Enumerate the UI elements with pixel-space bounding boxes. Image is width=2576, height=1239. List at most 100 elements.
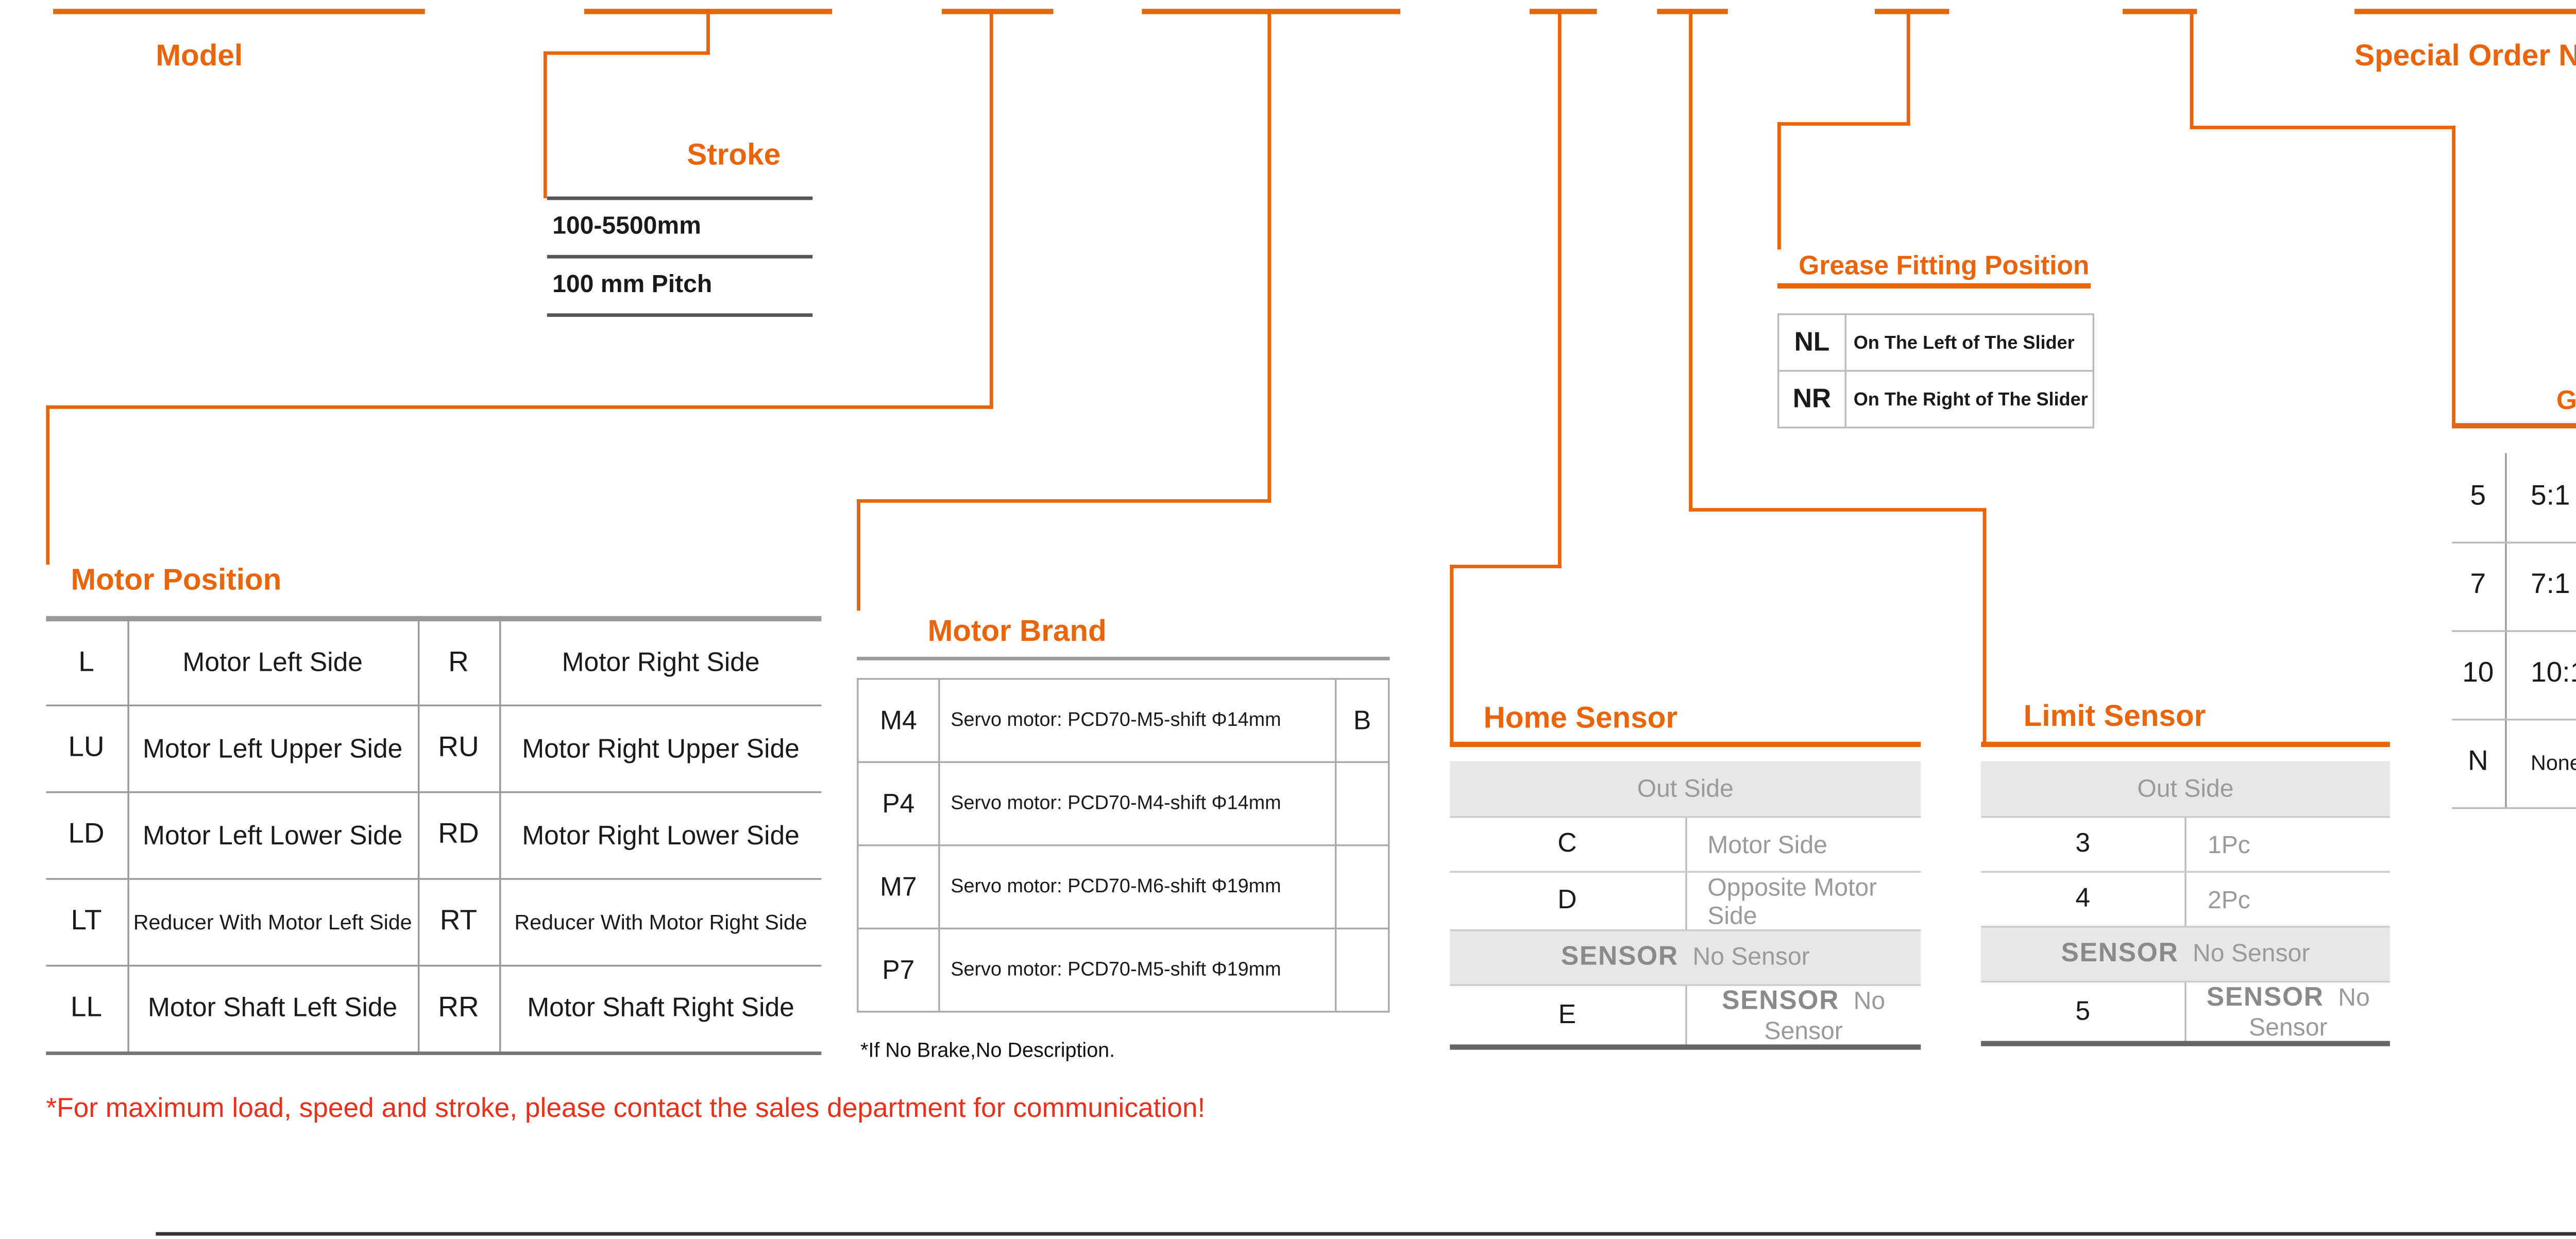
desc-cell: 7:1 xyxy=(2505,541,2576,632)
code-cell: E xyxy=(1450,984,1686,1047)
section-underline xyxy=(1981,741,2390,748)
code-cell: NR xyxy=(1777,370,1846,429)
home-sensor-table: Out Side C Motor Side D Opposite Motor S… xyxy=(1450,761,1921,1049)
desc-cell: Motor Right Side xyxy=(498,618,822,707)
code-underline xyxy=(2123,9,2197,14)
table-row: P4 Servo motor: PCD70-M4-shift Φ14mm xyxy=(857,761,1390,846)
table-row: N None Gearbox Type xyxy=(2452,719,2576,808)
model-label: Model xyxy=(156,39,243,73)
table-row: C Motor Side xyxy=(1450,816,1921,872)
code-cell: 5 xyxy=(2452,453,2506,543)
desc-cell: On The Right of The Slider xyxy=(1844,370,2095,429)
connector-line xyxy=(1689,9,1693,512)
desc-cell: On The Left of The Slider xyxy=(1844,313,2095,372)
motor-brand-table: M4 Servo motor: PCD70-M5-shift Φ14mm B P… xyxy=(857,678,1390,1013)
desc-cell: Motor Shaft Left Side xyxy=(126,964,419,1053)
gearbox-table: 5 5:1 7 7:1 10 10:1 N None Gearbox Type xyxy=(2452,453,2576,808)
code-cell: 7 xyxy=(2452,541,2506,632)
code-cell: P7 xyxy=(857,927,940,1013)
sensor-band: SENSOR No Sensor xyxy=(1981,926,2390,982)
table-row: SENSOR No Sensor xyxy=(1981,926,2390,982)
code-cell: 3 xyxy=(1981,816,2187,872)
desc-cell: Motor Right Upper Side xyxy=(498,704,822,793)
connector-line xyxy=(857,499,1272,503)
connector-line xyxy=(543,51,710,55)
table-row: LL Motor Shaft Left Side RR Motor Shaft … xyxy=(46,964,822,1053)
sensor-word: SENSOR xyxy=(2061,938,2179,969)
code-cell: RU xyxy=(417,704,500,793)
table-row: M4 Servo motor: PCD70-M5-shift Φ14mm B xyxy=(857,678,1390,763)
desc-cell: Motor Side xyxy=(1685,816,1921,872)
brand-note: *If No Brake,No Description. xyxy=(860,1041,1115,1062)
desc-cell: Reducer With Motor Left Side xyxy=(126,878,419,967)
code-cell: 10 xyxy=(2452,630,2506,720)
stroke-label: Stroke xyxy=(687,138,781,172)
connector-line xyxy=(706,9,710,55)
desc-cell: 1Pc xyxy=(2185,816,2390,872)
desc-cell: 2Pc xyxy=(2185,871,2390,927)
code-underline xyxy=(53,9,425,14)
connector-line xyxy=(2190,125,2456,129)
connector-line xyxy=(1557,9,1562,569)
table-row: NR On The Right of The Slider xyxy=(1777,370,2095,429)
table-row: Out Side xyxy=(1450,761,1921,817)
code-cell: RR xyxy=(417,964,500,1053)
table-row: 4 2Pc xyxy=(1981,871,2390,927)
grease-fitting-label: Grease Fitting Position xyxy=(1799,251,2090,282)
connector-line xyxy=(989,9,993,409)
limit-sensor-label: Limit Sensor xyxy=(2023,699,2206,733)
motor-brand-label: Motor Brand xyxy=(927,614,1107,648)
connector-line xyxy=(1689,508,1987,512)
brake-option-cell: B xyxy=(1334,678,1390,763)
desc-cell: 10:1 xyxy=(2505,630,2576,720)
table-row: 10 10:1 xyxy=(2452,630,2576,720)
desc-cell: None Gearbox Type xyxy=(2505,719,2576,808)
code-cell: M4 xyxy=(857,678,940,763)
desc-cell: Servo motor: PCD70-M6-shift Φ19mm xyxy=(938,844,1337,930)
connector-line xyxy=(2452,125,2456,427)
out-side-header: Out Side xyxy=(1981,761,2390,817)
motor-position-table: L Motor Left Side R Motor Right Side LU … xyxy=(46,616,822,1055)
code-underline xyxy=(1529,9,1597,14)
sensor-desc: No Sensor xyxy=(1692,942,1810,971)
stroke-row: 100-5500mm xyxy=(552,210,701,239)
sensor-word: SENSOR xyxy=(1561,942,1679,972)
connector-line xyxy=(1777,122,1781,250)
stroke-rule xyxy=(547,254,813,258)
connector-line xyxy=(1267,9,1272,503)
code-cell: P4 xyxy=(857,761,940,846)
table-row: Out Side xyxy=(1981,761,2390,817)
code-cell: RT xyxy=(417,878,500,967)
desc-cell: Motor Left Upper Side xyxy=(126,704,419,793)
table-row: 3 1Pc xyxy=(1981,816,2390,872)
connector-line xyxy=(1450,565,1454,745)
code-underline xyxy=(1657,9,1728,14)
code-cell: R xyxy=(417,618,500,707)
sensor-band: SENSOR No Sensor xyxy=(1450,929,1921,986)
connector-line xyxy=(1777,122,1910,126)
stroke-row: 100 mm Pitch xyxy=(552,269,713,298)
code-cell: 4 xyxy=(1981,871,2187,927)
bottom-rule xyxy=(156,1232,2576,1236)
table-row: SENSOR No Sensor xyxy=(1450,929,1921,986)
connector-line xyxy=(543,51,547,198)
motor-position-label: Motor Position xyxy=(71,563,282,597)
code-cell: RD xyxy=(417,791,500,880)
desc-cell: Motor Left Side xyxy=(126,618,419,707)
limit-sensor-table: Out Side 3 1Pc 4 2Pc SENSOR No Sensor 5 S… xyxy=(1981,761,2390,1046)
stroke-rule xyxy=(547,196,813,199)
desc-cell: Reducer With Motor Right Side xyxy=(498,878,822,967)
code-underline xyxy=(1874,9,1950,14)
desc-cell: Motor Shaft Right Side xyxy=(498,964,822,1053)
sensor-word: SENSOR xyxy=(2206,981,2324,1012)
motor-brand-rule xyxy=(857,656,1390,660)
sensor-desc: No Sensor xyxy=(2193,938,2310,967)
connector-line xyxy=(46,405,993,409)
code-cell: LL xyxy=(46,964,129,1053)
connector-line xyxy=(1982,508,1987,745)
special-order-label: Special Order No. xyxy=(2354,39,2576,73)
code-cell: LU xyxy=(46,704,129,793)
